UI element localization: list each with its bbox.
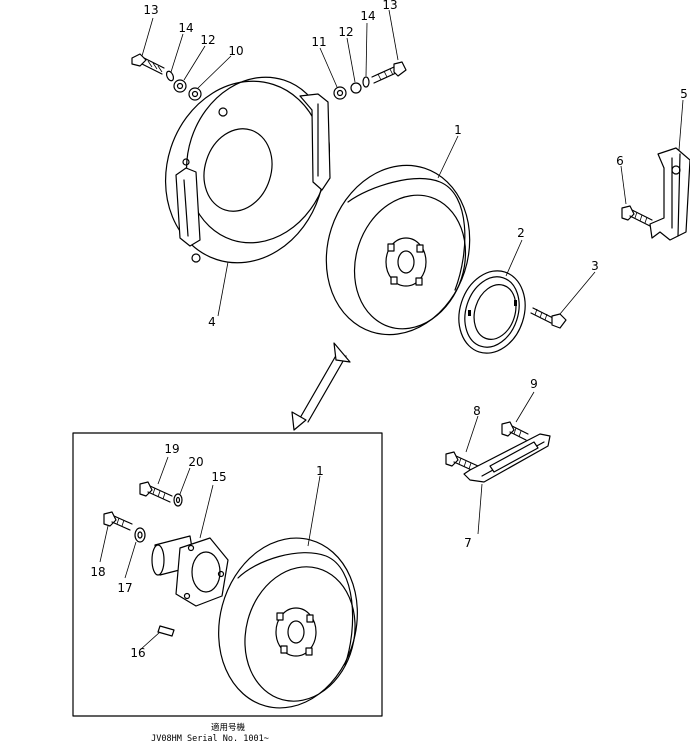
callout-2: 2 [517, 226, 525, 240]
callout-19: 19 [164, 442, 179, 456]
leader-lines [99, 9, 684, 651]
double-arrow-icon [291, 342, 351, 431]
bolt-8 [445, 451, 479, 473]
left-fastener-set [131, 53, 202, 101]
callout-14-right: 14 [360, 9, 375, 23]
callout-6: 6 [616, 154, 624, 168]
callout-14-left: 14 [178, 21, 193, 35]
callout-18: 18 [90, 565, 105, 579]
bolt-6 [621, 205, 653, 227]
bolt-9 [501, 421, 529, 441]
key-16 [157, 625, 175, 637]
flywheel-upper [325, 164, 471, 336]
callout-7: 7 [464, 536, 472, 550]
plate-7 [463, 433, 551, 483]
callout-11: 11 [311, 35, 326, 49]
callout-13-left: 13 [143, 3, 158, 17]
callout-9: 9 [530, 377, 538, 391]
washer-20 [173, 493, 183, 507]
callout-20: 20 [188, 455, 203, 469]
callout-1-inset: 1 [316, 464, 324, 478]
callout-8: 8 [473, 404, 481, 418]
callout-12-right: 12 [338, 25, 353, 39]
inset-frame [72, 432, 383, 717]
flywheel-inset [218, 537, 358, 709]
callout-12-left: 12 [200, 33, 215, 47]
callout-13-right: 13 [382, 0, 397, 12]
flywheel-housing [164, 76, 331, 264]
callout-numbers: 13 14 12 10 11 12 14 13 1 2 3 5 6 4 9 8 … [90, 0, 687, 660]
callout-10: 10 [228, 44, 243, 58]
callout-15: 15 [211, 470, 226, 484]
right-fastener-set [333, 61, 407, 100]
callout-17: 17 [117, 581, 132, 595]
bolt-18 [103, 511, 133, 531]
callout-5: 5 [680, 87, 688, 101]
callout-1-top: 1 [454, 123, 462, 137]
callout-16: 16 [130, 646, 145, 660]
bracket-5 [649, 147, 690, 241]
serial-caption: 適用号機 JV08HM Serial No. 1001~ [151, 722, 269, 743]
callout-4: 4 [208, 315, 216, 329]
flange-shaft-15 [151, 535, 229, 607]
serial-number-label: JV08HM Serial No. 1001~ [151, 734, 269, 743]
pulley [458, 270, 526, 354]
bolt-19 [139, 481, 173, 503]
callout-3: 3 [591, 259, 599, 273]
applicability-label: 適用号機 [211, 722, 246, 733]
washer-17 [134, 527, 146, 543]
bolt-3 [530, 307, 567, 329]
